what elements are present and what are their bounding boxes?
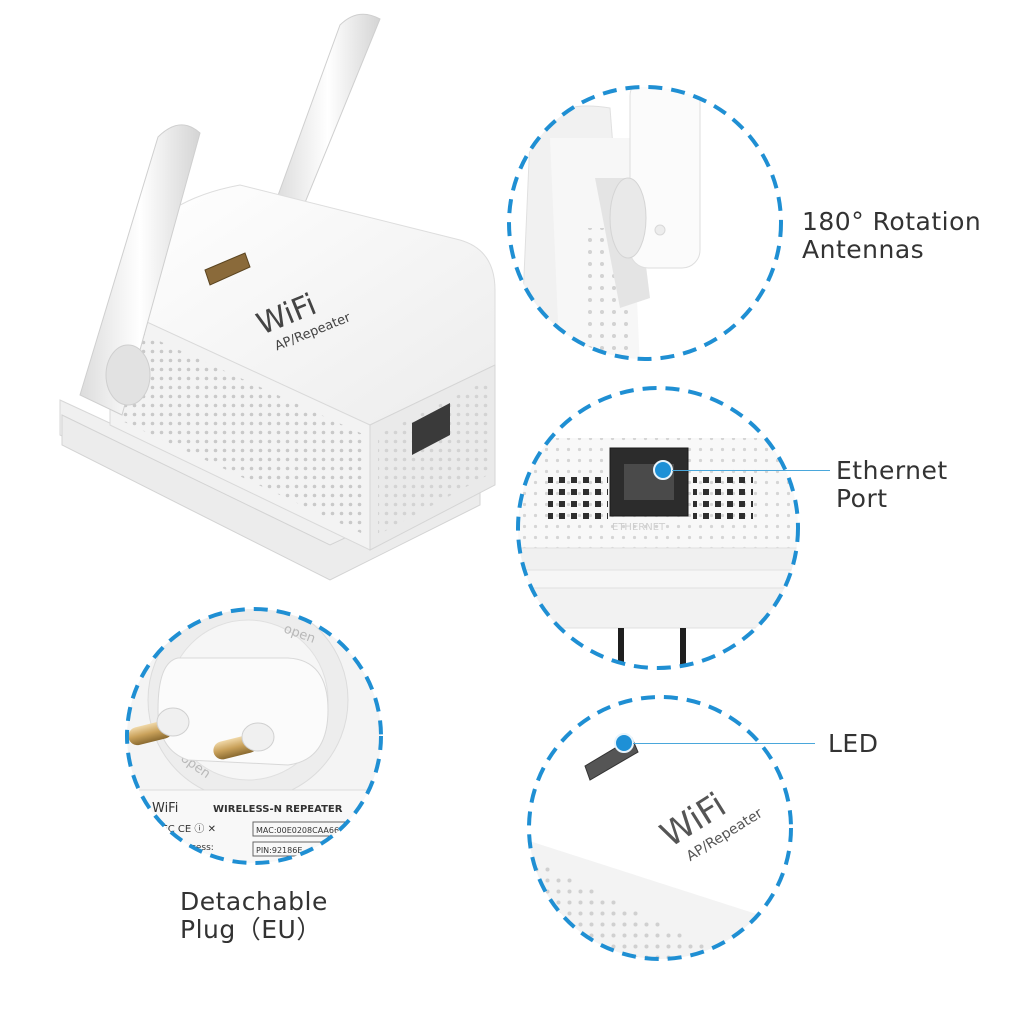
- ethernet-label-line2: Port: [836, 484, 888, 513]
- ethernet-pointer-line: [672, 470, 830, 471]
- svg-text:PIN:92186E: PIN:92186E: [256, 846, 302, 855]
- svg-text:WiFi: WiFi: [152, 801, 178, 816]
- svg-text:ETHERNET: ETHERNET: [612, 522, 666, 533]
- led-slot: [204, 252, 251, 286]
- svg-text:MAC:00E0208CAA66: MAC:00E0208CAA66: [256, 826, 339, 835]
- ethernet-label: Ethernet Port: [836, 457, 948, 513]
- ethernet-detail-circle: ETHERNET: [516, 386, 800, 670]
- led-detail-circle: WiFi AP/Repeater: [527, 695, 793, 961]
- plug-label-line1: Detachable: [180, 887, 328, 916]
- repeater-device: WiFi AP/Repeater: [59, 13, 496, 581]
- led-label: LED: [828, 729, 879, 758]
- svg-text:FC CE ⓘ ✕: FC CE ⓘ ✕: [162, 823, 216, 835]
- led-pointer-line: [633, 743, 815, 744]
- antennas-label: 180° Rotation Antennas: [802, 208, 981, 264]
- antenna-back: [275, 13, 381, 211]
- plug-label: Detachable Plug（EU）: [180, 888, 328, 944]
- antennas-label-line2: Antennas: [802, 235, 925, 264]
- ethernet-label-line1: Ethernet: [836, 456, 948, 485]
- antennas-label-line1: 180° Rotation: [802, 207, 982, 236]
- led-marker-dot: [614, 733, 634, 753]
- ethernet-marker-dot: [653, 460, 673, 480]
- antenna-front: [79, 124, 201, 416]
- antenna-detail-circle: [507, 85, 783, 361]
- plug-detail-circle: open open WiFi WIRELESS-N REPEATER FC CE…: [125, 607, 383, 865]
- plug-label-line2: Plug（EU）: [180, 915, 322, 944]
- svg-text:WIRELESS-N REPEATER: WIRELESS-N REPEATER: [213, 804, 343, 815]
